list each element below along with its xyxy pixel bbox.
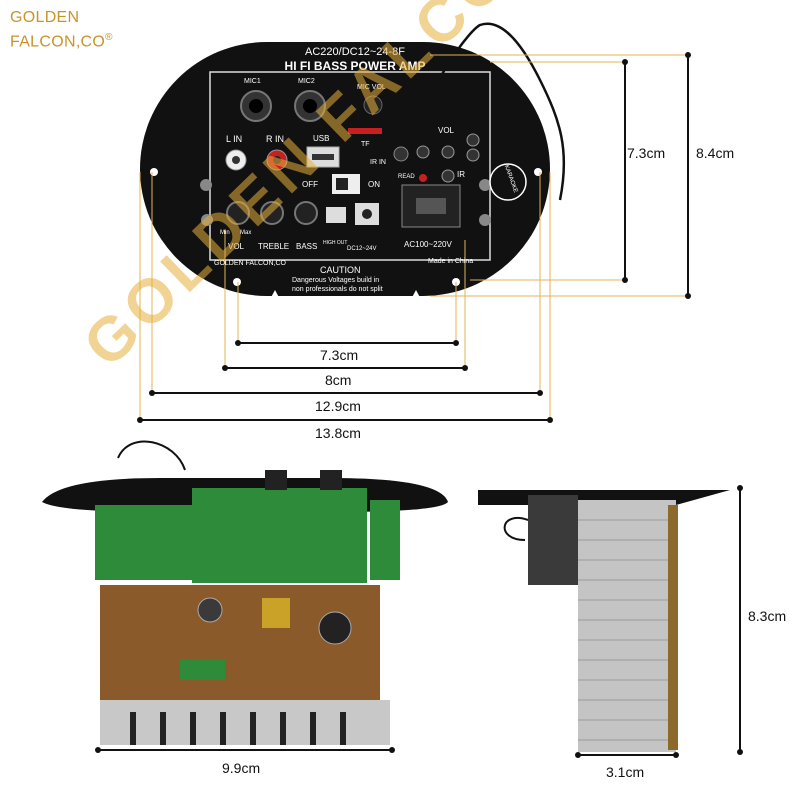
mic1-jack-hole: [249, 99, 263, 113]
mount-hole-left: [150, 168, 158, 176]
mount-hole-bottom-left: [233, 278, 241, 286]
guide-lines: [139, 54, 690, 420]
panel-plate: [140, 42, 550, 296]
vol-button-label: VOL: [438, 126, 455, 135]
caution-text-2: non professionals do not split: [292, 286, 383, 293]
screw-right: [479, 179, 491, 191]
tf-label: TF: [361, 141, 370, 148]
bottom-heatsink: [100, 700, 390, 745]
dim-height-inner: 7.3cm: [627, 145, 666, 161]
dim-height-outer: 8.4cm: [696, 145, 735, 161]
dim-width-13-8: 13.8cm: [315, 425, 361, 441]
amplifier-panel: [140, 22, 566, 303]
min-label: Min: [220, 230, 230, 236]
mic2-label: MIC2: [298, 78, 315, 85]
screw-left: [200, 179, 212, 191]
warning-icon-left: [268, 290, 282, 303]
dim-depth-front: 9.9cm: [222, 760, 261, 776]
mic1-label: MIC1: [244, 78, 261, 85]
side-heatsink: [578, 500, 676, 752]
module-side-view: [478, 490, 730, 752]
ir-in-jack: [393, 146, 409, 162]
side-connectors: [528, 495, 578, 585]
maker-label: GOLDEN FALCON,CO: [214, 260, 286, 267]
antenna-cable: [408, 22, 566, 201]
mic2-jack-hole: [303, 99, 317, 113]
dimension-lines: [98, 55, 741, 756]
screw-right-2: [479, 214, 491, 226]
panel-title-2: HI FI BASS POWER AMP: [284, 59, 426, 73]
high-out-connector: [326, 207, 346, 223]
caution-text-1: Dangerous Voltages build in: [292, 277, 380, 284]
r-in-label: R IN: [266, 134, 284, 144]
ir-sensor: [441, 169, 455, 183]
brand-line-2: FALCON,CO: [10, 33, 106, 51]
ir-label: IR: [457, 170, 465, 179]
read-led: [419, 174, 427, 182]
l-in-label: L IN: [226, 134, 243, 144]
caution-label: CAUTION: [320, 265, 361, 275]
dc-label: DC12~24V: [347, 246, 377, 252]
read-label: READ: [398, 174, 415, 180]
treble-label: TREBLE: [258, 242, 290, 251]
mount-hole-right: [534, 168, 542, 176]
dim-width-8: 8cm: [325, 372, 352, 388]
vol-knob: [226, 201, 250, 225]
brand-line-1: GOLDEN: [10, 9, 80, 26]
brown-pcb: [100, 585, 380, 715]
dim-width-holes: 7.3cm: [320, 347, 359, 363]
mic-vol-label: MIC VOL: [357, 84, 386, 91]
main-green-board: [192, 488, 367, 583]
bass-label: BASS: [296, 242, 318, 251]
module-front-view: [42, 440, 448, 745]
bass-knob: [294, 201, 318, 225]
panel-title-1: AC220/DC12~24-8F: [305, 46, 405, 58]
dim-side-height: 8.3cm: [748, 608, 787, 624]
brand-registered-mark: ®: [105, 32, 113, 43]
ac-label: AC100~220V: [404, 240, 452, 249]
vol-knob-label: VOL: [228, 242, 245, 251]
panel-frame: [209, 71, 491, 261]
dim-width-12-9: 12.9cm: [315, 398, 361, 414]
dimension-dots: [95, 52, 743, 758]
ir-in-label: IR IN: [370, 159, 386, 166]
max-label: Max: [240, 230, 252, 236]
treble-knob: [260, 201, 284, 225]
off-label: OFF: [302, 180, 318, 189]
on-label: ON: [368, 180, 380, 189]
bluetooth-board: [95, 505, 205, 580]
mic-vol-knob: [363, 95, 383, 115]
high-out-label: HIGH OUT: [323, 240, 348, 246]
brand-logo: GOLDEN FALCON,CO®: [10, 8, 113, 52]
karaoke-badge: [489, 163, 527, 201]
warning-icon-right: [409, 290, 423, 303]
dim-side-width: 3.1cm: [606, 764, 645, 780]
usb-label: USB: [313, 134, 330, 143]
made-in-label: Made in China: [428, 258, 474, 265]
screw-left-2: [201, 214, 213, 226]
tf-slot: [348, 128, 382, 134]
